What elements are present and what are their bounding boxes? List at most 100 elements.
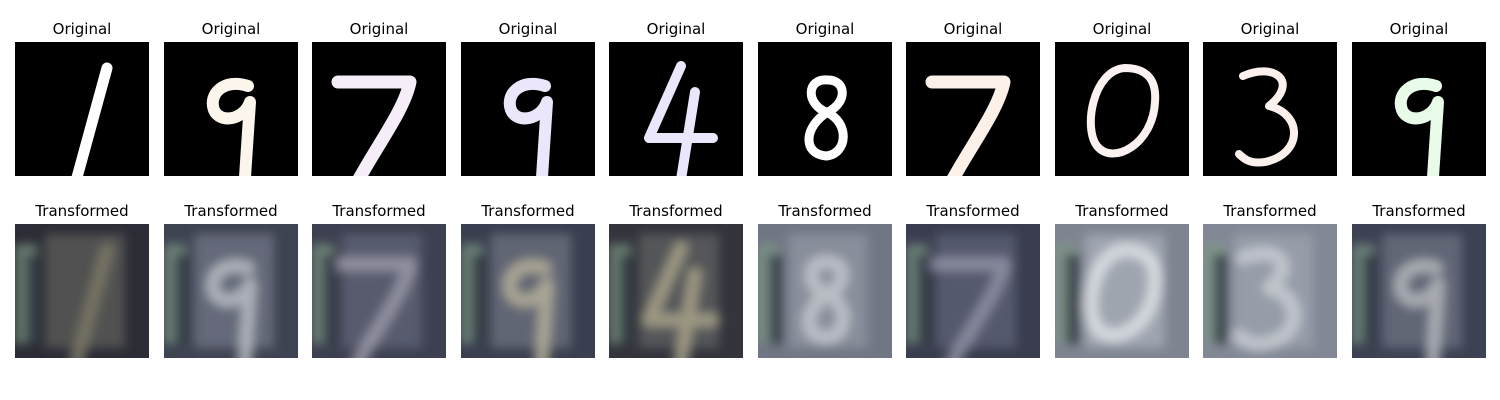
dark-streak	[25, 254, 41, 344]
transformed-image	[1352, 224, 1486, 358]
digit-ghost-stroke	[70, 243, 114, 358]
blurred-content	[461, 234, 571, 358]
dark-streak	[1213, 254, 1229, 344]
digit-ghost-stroke	[1083, 243, 1163, 343]
transformed-svg	[758, 224, 892, 358]
transformed-title: Transformed	[926, 202, 1020, 220]
dark-streak	[174, 254, 190, 344]
digit-4-svg	[609, 42, 743, 176]
digit-ghost-stroke	[502, 258, 554, 358]
blurred-content	[1055, 234, 1165, 348]
digit-ghost-stroke	[925, 257, 1011, 358]
original-digit-image	[15, 42, 149, 176]
original-digit-image	[758, 42, 892, 176]
transformed-title: Transformed	[35, 202, 129, 220]
transformed-svg	[1352, 224, 1486, 358]
image-background	[609, 42, 743, 176]
digit-ghost-stroke	[802, 255, 851, 345]
original-digit-image	[1352, 42, 1486, 176]
digit-8-svg	[758, 42, 892, 176]
transformed-title: Transformed	[1075, 202, 1169, 220]
digit-stroke	[925, 75, 1011, 176]
dark-streak	[1362, 254, 1378, 344]
transformed-image	[609, 224, 743, 358]
original-title: Original	[52, 20, 112, 38]
transformed-svg	[1055, 224, 1189, 358]
image-background	[164, 42, 298, 176]
original-title: Original	[498, 20, 558, 38]
digit-7-svg	[906, 42, 1040, 176]
transformed-title: Transformed	[481, 202, 575, 220]
digit-stroke	[331, 75, 417, 176]
transformed-image	[906, 224, 1040, 358]
digit-stroke	[71, 62, 113, 176]
original-digit-image	[906, 42, 1040, 176]
transformed-title: Transformed	[1372, 202, 1466, 220]
image-background	[1352, 42, 1486, 176]
digit-9-svg	[461, 42, 595, 176]
digit-stroke	[804, 75, 848, 161]
original-digit-image	[1055, 42, 1189, 176]
mid-region	[491, 234, 571, 348]
digit-stroke	[1235, 67, 1298, 167]
original-title: Original	[1092, 20, 1152, 38]
digit-ghost-stroke	[331, 257, 417, 358]
image-background	[461, 42, 595, 176]
original-digit-image	[461, 42, 595, 176]
mid-region	[1382, 234, 1462, 348]
transformed-title: Transformed	[629, 202, 723, 220]
transformed-title: Transformed	[332, 202, 426, 220]
original-title: Original	[795, 20, 855, 38]
dark-streak	[322, 254, 338, 344]
original-title: Original	[646, 20, 706, 38]
dark-streak	[768, 254, 784, 344]
dark-streak	[619, 254, 635, 344]
digit-ghost-stroke	[205, 258, 257, 358]
digit-stroke	[1086, 64, 1160, 158]
transformed-svg	[164, 224, 298, 358]
transformed-image	[15, 224, 149, 358]
blurred-content	[1352, 234, 1462, 358]
digit-ghost-stroke	[1232, 246, 1301, 352]
transformed-svg	[906, 224, 1040, 358]
transformed-svg	[1203, 224, 1337, 358]
transformed-svg	[312, 224, 446, 358]
transformed-title: Transformed	[184, 202, 278, 220]
transformed-image	[312, 224, 446, 358]
dark-streak	[471, 254, 487, 344]
transformed-title: Transformed	[778, 202, 872, 220]
dark-streak	[1065, 254, 1081, 344]
digit-9-svg	[164, 42, 298, 176]
transformed-image	[461, 224, 595, 358]
transformed-image	[1055, 224, 1189, 358]
blurred-content	[312, 234, 422, 358]
transformed-svg	[609, 224, 743, 358]
original-digit-image	[1203, 42, 1337, 176]
digit-stroke	[503, 77, 553, 176]
digit-ghost-stroke	[642, 241, 720, 358]
original-title: Original	[943, 20, 1003, 38]
blurred-content	[758, 234, 868, 348]
blurred-content	[164, 234, 274, 358]
transformed-image	[164, 224, 298, 358]
blurred-content	[609, 234, 720, 358]
digit-0-svg	[1055, 42, 1189, 176]
transformed-image	[758, 224, 892, 358]
mid-region	[194, 234, 274, 348]
original-title: Original	[349, 20, 409, 38]
transformed-title: Transformed	[1223, 202, 1317, 220]
blurred-content	[906, 234, 1016, 358]
original-digit-image	[312, 42, 446, 176]
digit-3-svg	[1203, 42, 1337, 176]
original-digit-image	[609, 42, 743, 176]
transformed-image	[1203, 224, 1337, 358]
transformed-svg	[461, 224, 595, 358]
transformed-svg	[15, 224, 149, 358]
digit-7-svg	[312, 42, 446, 176]
digit-9-svg	[1352, 42, 1486, 176]
digit-stroke	[644, 61, 718, 176]
blurred-content	[1203, 234, 1313, 352]
original-title: Original	[1389, 20, 1449, 38]
blurred-content	[15, 234, 125, 358]
